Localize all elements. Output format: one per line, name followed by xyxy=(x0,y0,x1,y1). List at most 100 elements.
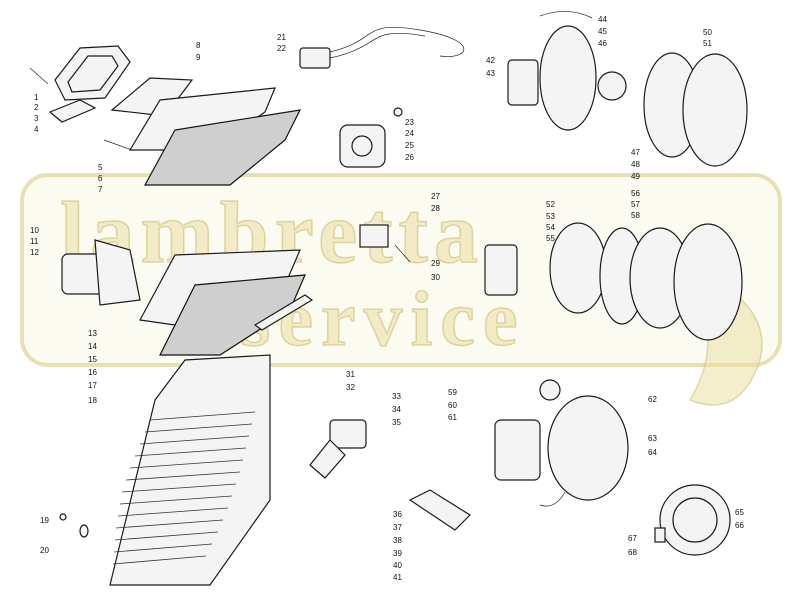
part-number-label: 7 xyxy=(98,185,103,194)
part-number-label: 15 xyxy=(88,355,97,364)
number-plate-light xyxy=(61,239,314,356)
part-number-label: 54 xyxy=(546,223,555,232)
part-number-label: 65 xyxy=(735,508,744,517)
rear-light-cover xyxy=(143,109,302,186)
part-number-label: 46 xyxy=(598,39,607,48)
bulb-holder xyxy=(329,419,367,449)
rear-light-lens xyxy=(67,55,119,93)
part-number-label: 48 xyxy=(631,160,640,169)
part-number-label: 43 xyxy=(486,69,495,78)
wiring-harness xyxy=(299,26,465,69)
part-number-label: 31 xyxy=(346,370,355,379)
part-number-label: 57 xyxy=(631,200,640,209)
part-number-label: 52 xyxy=(546,200,555,209)
part-number-label: 19 xyxy=(40,516,49,525)
wire xyxy=(539,491,566,507)
part-number-label: 53 xyxy=(546,212,555,221)
part-number-label: 6 xyxy=(98,174,103,183)
switch-assembly xyxy=(339,107,403,168)
part-number-label: 63 xyxy=(648,434,657,443)
headlamp-reflector xyxy=(549,222,607,314)
part-number-label: 35 xyxy=(392,418,401,427)
rubber-grommet xyxy=(79,524,89,538)
plate-light-lens xyxy=(94,239,141,306)
mounting-plate xyxy=(408,489,471,531)
part-number-label: 68 xyxy=(628,548,637,557)
part-number-label: 64 xyxy=(648,448,657,457)
grille-panel-outline xyxy=(109,354,271,586)
part-number-label: 37 xyxy=(393,523,402,532)
horn-bracket xyxy=(654,527,666,543)
part-number-label: 47 xyxy=(631,148,640,157)
part-number-label: 2 xyxy=(34,103,39,112)
part-number-label: 50 xyxy=(703,28,712,37)
switch-knob xyxy=(351,135,373,157)
part-number-label: 4 xyxy=(34,125,39,134)
screw xyxy=(59,513,67,521)
headlamp-rim xyxy=(673,223,743,341)
part-number-label: 56 xyxy=(631,189,640,198)
part-number-label: 12 xyxy=(30,248,39,257)
headlamp-bulb xyxy=(539,379,561,401)
part-number-label: 8 xyxy=(196,41,201,50)
bulb-holder-assembly xyxy=(309,419,471,531)
part-number-label: 14 xyxy=(88,342,97,351)
spring-clip xyxy=(539,11,593,19)
part-number-label: 41 xyxy=(393,573,402,582)
part-number-label: 61 xyxy=(448,413,457,422)
part-number-label: 58 xyxy=(631,211,640,220)
part-number-label: 44 xyxy=(598,15,607,24)
part-number-label: 59 xyxy=(448,388,457,397)
headlamp-unit xyxy=(547,395,629,501)
headlamp-base xyxy=(494,419,541,481)
plate-light-cover xyxy=(159,274,306,356)
part-number-label: 18 xyxy=(88,396,97,405)
part-number-label: 66 xyxy=(735,521,744,530)
part-number-label: 33 xyxy=(392,392,401,401)
part-number-label: 40 xyxy=(393,561,402,570)
part-number-label: 60 xyxy=(448,401,457,410)
part-number-label: 49 xyxy=(631,172,640,181)
horn-assembly xyxy=(654,484,731,556)
rear-light-gasket xyxy=(48,99,97,123)
part-number-label: 11 xyxy=(30,237,39,246)
wire-bundle xyxy=(329,26,465,57)
wire-bundle xyxy=(329,33,426,59)
headlamp-assembly-lower xyxy=(494,379,629,507)
headlamp-assembly-upper xyxy=(507,11,748,167)
watermark-line2: service xyxy=(240,275,526,362)
part-number-label: 23 xyxy=(405,118,414,127)
part-number-label: 45 xyxy=(598,27,607,36)
part-number-label: 28 xyxy=(431,204,440,213)
rear-grille-panel xyxy=(59,354,271,586)
part-number-label: 25 xyxy=(405,141,414,150)
bolt xyxy=(394,244,411,263)
part-number-label: 1 xyxy=(34,93,39,102)
headlamp-bulb xyxy=(597,71,627,101)
part-number-label: 36 xyxy=(393,510,402,519)
part-number-label: 27 xyxy=(431,192,440,201)
watermark-line1: lambretta xyxy=(60,185,484,282)
bulb-holder xyxy=(507,59,539,106)
screw xyxy=(29,67,49,85)
part-number-label: 13 xyxy=(88,329,97,338)
part-number-label: 29 xyxy=(431,259,440,268)
connector-block xyxy=(299,47,331,69)
part-number-label: 39 xyxy=(393,549,402,558)
bulb-holder xyxy=(484,244,518,296)
part-number-label: 10 xyxy=(30,226,39,235)
clip xyxy=(359,224,389,248)
part-number-label: 20 xyxy=(40,546,49,555)
part-number-label: 22 xyxy=(277,44,286,53)
headlamp-assembly-middle xyxy=(484,222,743,341)
rear-light-assembly xyxy=(29,45,302,186)
callout-labels: 1234567891011121314151617181920212223242… xyxy=(30,15,744,582)
horn-grille xyxy=(672,497,718,543)
part-number-label: 55 xyxy=(546,234,555,243)
part-number-label: 34 xyxy=(392,405,401,414)
part-number-label: 32 xyxy=(346,383,355,392)
bulb-socket xyxy=(309,439,346,479)
part-number-label: 30 xyxy=(431,273,440,282)
part-number-label: 67 xyxy=(628,534,637,543)
